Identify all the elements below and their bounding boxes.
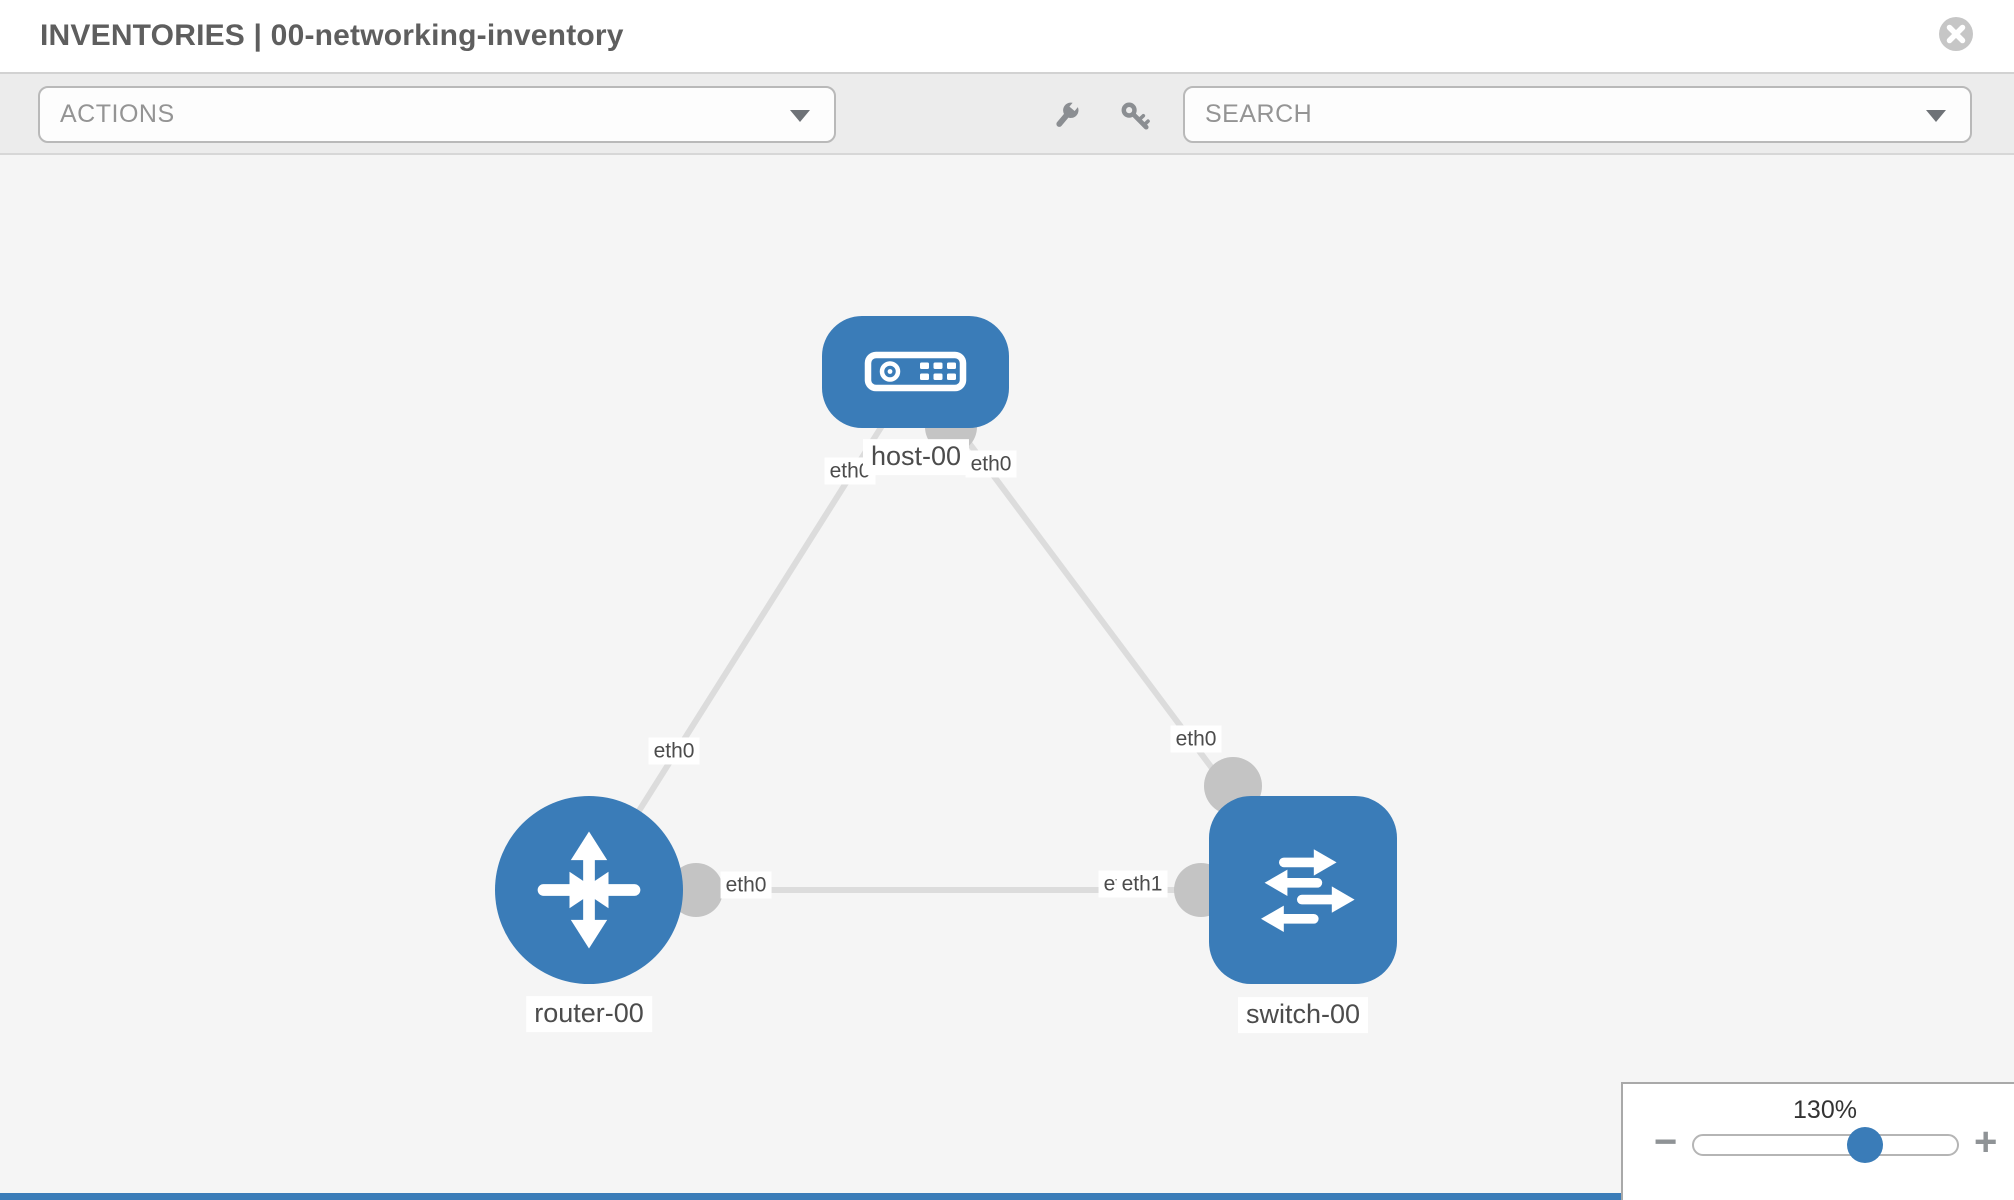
port-label-router-eth0-uplink: eth0 (648, 737, 700, 765)
port-label-switch-eth1-bottom: eth1 (1116, 870, 1168, 898)
zoom-slider-thumb[interactable] (1847, 1127, 1883, 1163)
header-bar: INVENTORIES | 00-networking-inventory (0, 0, 2014, 72)
page-title: INVENTORIES | 00-networking-inventory (40, 19, 624, 52)
actions-dropdown-label: ACTIONS (60, 100, 175, 128)
port-label-switch-eth0-uplink: eth0 (1170, 725, 1222, 753)
node-label-host: host-00 (862, 439, 970, 475)
port-label-router-eth0-bottom: eth0 (720, 871, 772, 899)
key-icon[interactable] (1119, 100, 1151, 132)
zoom-panel: 130% − + (1621, 1082, 2014, 1200)
wrench-icon[interactable] (1050, 100, 1082, 132)
node-switch[interactable] (1209, 796, 1397, 984)
search-dropdown[interactable]: SEARCH (1183, 86, 1972, 143)
interface-layer (669, 401, 1262, 917)
router-arrows-icon (537, 831, 641, 949)
node-label-router: router-00 (526, 996, 652, 1032)
close-icon[interactable] (1936, 14, 1976, 54)
search-dropdown-label: SEARCH (1205, 100, 1313, 128)
node-host[interactable] (822, 316, 1009, 428)
zoom-slider-track[interactable] (1692, 1134, 1959, 1156)
switch-arrows-icon (1261, 849, 1355, 932)
zoom-in-button[interactable]: + (1974, 1120, 1998, 1164)
node-label-switch: switch-00 (1237, 997, 1369, 1033)
caret-down-icon (790, 109, 810, 122)
actions-dropdown[interactable]: ACTIONS (38, 86, 836, 143)
host-device-icon (864, 351, 967, 392)
zoom-out-button[interactable]: − (1654, 1120, 1678, 1164)
bottom-accent-strip (0, 1193, 1621, 1200)
node-router[interactable] (495, 796, 683, 984)
port-label-host-eth0-left: eth0 (824, 457, 876, 485)
caret-down-icon (1926, 109, 1946, 122)
zoom-level: 130% (1793, 1096, 1857, 1124)
interface-router-eth0[interactable] (669, 863, 723, 917)
port-label-host-eth0-right: eth0 (965, 450, 1017, 478)
toolbar: ACTIONS SEARCH (0, 72, 2014, 155)
